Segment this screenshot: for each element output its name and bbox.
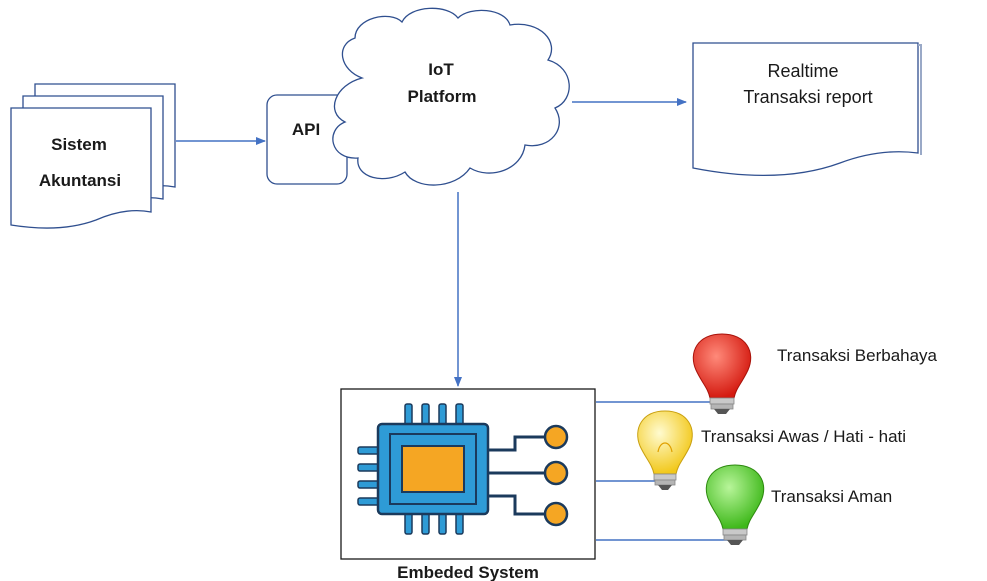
realtime-report-document: Realtime Transaksi report xyxy=(692,42,922,177)
embedded-system-label: Embeded System xyxy=(397,563,539,581)
iot-platform-cloud: IoT Platform xyxy=(332,7,570,186)
embedded-system-box xyxy=(340,388,596,560)
sistem-akuntansi-label-line2: Akuntansi xyxy=(39,171,121,190)
red-bulb-icon xyxy=(692,333,752,414)
indicator-label-danger: Transaksi Berbahaya xyxy=(777,346,938,365)
report-label-line2: Transaksi report xyxy=(743,87,872,107)
green-bulb-icon xyxy=(705,464,765,545)
iot-label-line1: IoT xyxy=(428,60,454,79)
microchip-icon xyxy=(357,403,569,535)
sistem-akuntansi-label-line1: Sistem xyxy=(51,135,107,154)
indicator-label-safe: Transaksi Aman xyxy=(771,487,892,506)
indicator-label-caution: Transaksi Awas / Hati - hati xyxy=(701,427,906,446)
api-label: API xyxy=(292,120,320,139)
yellow-bulb-icon xyxy=(637,410,693,490)
api-box: API xyxy=(266,94,348,185)
sistem-akuntansi-documents: Sistem Akuntansi xyxy=(10,83,176,229)
iot-label-line2: Platform xyxy=(408,87,477,106)
report-label-line1: Realtime xyxy=(767,61,838,81)
